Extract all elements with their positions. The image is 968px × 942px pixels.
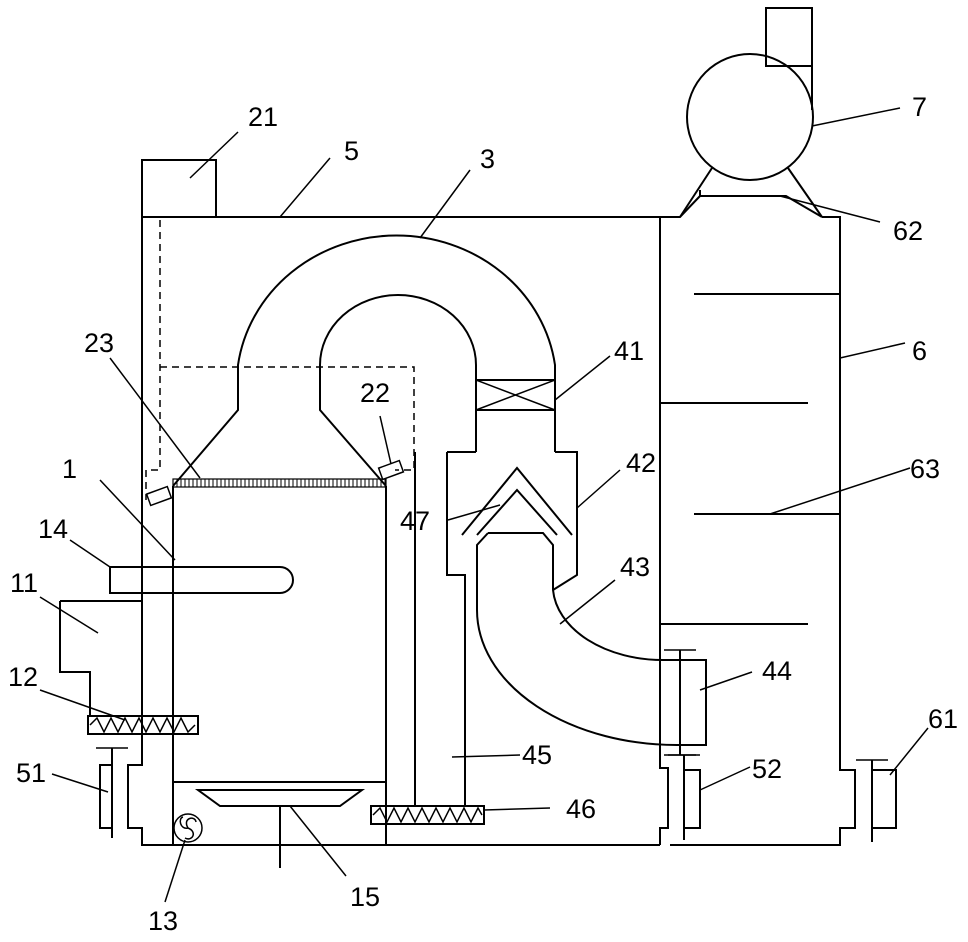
label-47: 47 bbox=[400, 506, 430, 536]
label-23: 23 bbox=[84, 328, 114, 358]
label-63: 63 bbox=[910, 454, 940, 484]
label-52: 52 bbox=[752, 754, 782, 784]
label-22: 22 bbox=[360, 378, 390, 408]
deflector-47 bbox=[462, 468, 572, 535]
blower-7-icon bbox=[687, 54, 813, 180]
flange-box-44 bbox=[680, 660, 706, 745]
label-46: 46 bbox=[566, 794, 596, 824]
label-5: 5 bbox=[344, 136, 359, 166]
label-41: 41 bbox=[614, 336, 644, 366]
blower-neck-62 bbox=[680, 168, 822, 217]
label-21: 21 bbox=[248, 102, 278, 132]
finned-heater bbox=[173, 479, 386, 487]
label-45: 45 bbox=[522, 740, 552, 770]
valve-51-body bbox=[100, 765, 112, 828]
tower-6 bbox=[660, 190, 855, 845]
drain-pipe-45 bbox=[447, 535, 465, 806]
fan-13-blades bbox=[180, 817, 196, 839]
label-62: 62 bbox=[893, 216, 923, 246]
label-14: 14 bbox=[38, 514, 68, 544]
label-43: 43 bbox=[620, 552, 650, 582]
label-12: 12 bbox=[8, 662, 38, 692]
sensor-left bbox=[147, 487, 172, 506]
label-51: 51 bbox=[16, 758, 46, 788]
inlet-stub-21 bbox=[142, 160, 216, 217]
ash-tray-15 bbox=[198, 790, 362, 806]
label-3: 3 bbox=[480, 144, 495, 174]
valve-52-body bbox=[684, 770, 700, 828]
label-15: 15 bbox=[350, 882, 380, 912]
arch-duct-inner bbox=[320, 295, 476, 486]
deflector-47-inner bbox=[477, 490, 557, 535]
label-13: 13 bbox=[148, 906, 178, 936]
valve-61-body bbox=[872, 770, 896, 828]
combustion-chamber bbox=[173, 486, 386, 782]
label-44: 44 bbox=[762, 656, 792, 686]
dashed-pipe-left bbox=[146, 220, 160, 500]
tower-cap-62 bbox=[700, 196, 822, 217]
separator-right-wall bbox=[553, 452, 577, 590]
hopper-11 bbox=[60, 601, 142, 716]
label-6: 6 bbox=[912, 336, 927, 366]
screw-46-thread bbox=[373, 808, 482, 822]
label-7: 7 bbox=[912, 92, 927, 122]
arch-duct-3 bbox=[173, 235, 555, 486]
label-42: 42 bbox=[626, 448, 656, 478]
label-11: 11 bbox=[10, 568, 38, 598]
feeder-14 bbox=[110, 567, 293, 593]
elbow-pipe-43 bbox=[488, 533, 680, 660]
label-61: 61 bbox=[928, 704, 958, 734]
label-1: 1 bbox=[62, 454, 77, 484]
